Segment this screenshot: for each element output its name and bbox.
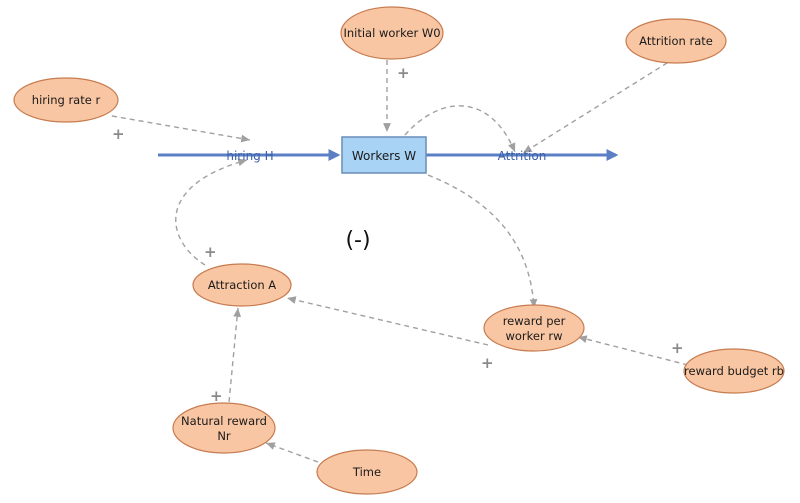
attrition-flow-label: Attrition [498, 149, 547, 163]
variable-hiring-rate-label: hiring rate r [32, 93, 101, 107]
variable-initial-worker-label: Initial worker W0 [343, 26, 440, 40]
polarity-plus-initial-worker: + [397, 64, 410, 82]
polarity-plus-attraction: + [204, 243, 217, 261]
variable-initial-worker[interactable]: Initial worker W0 [340, 6, 444, 60]
link-reward-per-worker-to-attraction [286, 296, 489, 346]
link-workers-to-attrition [404, 105, 516, 153]
link-attraction-to-hiring [175, 158, 248, 266]
variable-attrition-rate-label: Attrition rate [639, 34, 713, 48]
variable-reward-per-worker[interactable]: reward per worker rw [483, 304, 585, 352]
polarity-plus-natural-reward: + [210, 387, 223, 405]
variable-hiring-rate[interactable]: hiring rate r [13, 77, 119, 123]
loop-polarity-label: (-) [345, 228, 370, 253]
link-time-to-natural-reward [265, 442, 319, 463]
variable-attraction[interactable]: Attraction A [192, 263, 292, 307]
stock-workers[interactable]: Workers W [341, 136, 427, 174]
hiring-flow-label: hiring H [226, 149, 273, 163]
link-workers-to-reward-per-worker [427, 174, 538, 309]
link-natural-reward-to-attraction [228, 307, 242, 403]
variable-time-label: Time [352, 465, 381, 479]
polarity-plus-reward-budget: + [671, 339, 684, 357]
variable-reward-budget-label: reward budget rb [684, 364, 784, 378]
link-hiring-rate-to-hiring [111, 115, 251, 143]
variable-reward-per-worker-label-line1: reward per [503, 314, 566, 328]
variable-natural-reward[interactable]: Natural reward Nr [172, 402, 276, 454]
variable-reward-per-worker-label-line2: worker rw [505, 329, 562, 343]
variable-reward-budget[interactable]: reward budget rb [683, 348, 785, 394]
stock-workers-label: Workers W [352, 149, 416, 163]
polarity-plus-hiring-rate: + [112, 125, 125, 143]
variable-attraction-label: Attraction A [208, 278, 276, 292]
link-attrition-rate-to-attrition [522, 57, 676, 154]
polarity-plus-reward-per-worker: + [481, 354, 494, 372]
link-reward-budget-to-reward-per-worker [577, 335, 689, 366]
variable-time[interactable]: Time [316, 449, 418, 495]
variable-natural-reward-label-line2: Nr [217, 429, 231, 443]
variable-natural-reward-label-line1: Natural reward [181, 414, 267, 428]
variable-attrition-rate[interactable]: Attrition rate [625, 18, 727, 64]
